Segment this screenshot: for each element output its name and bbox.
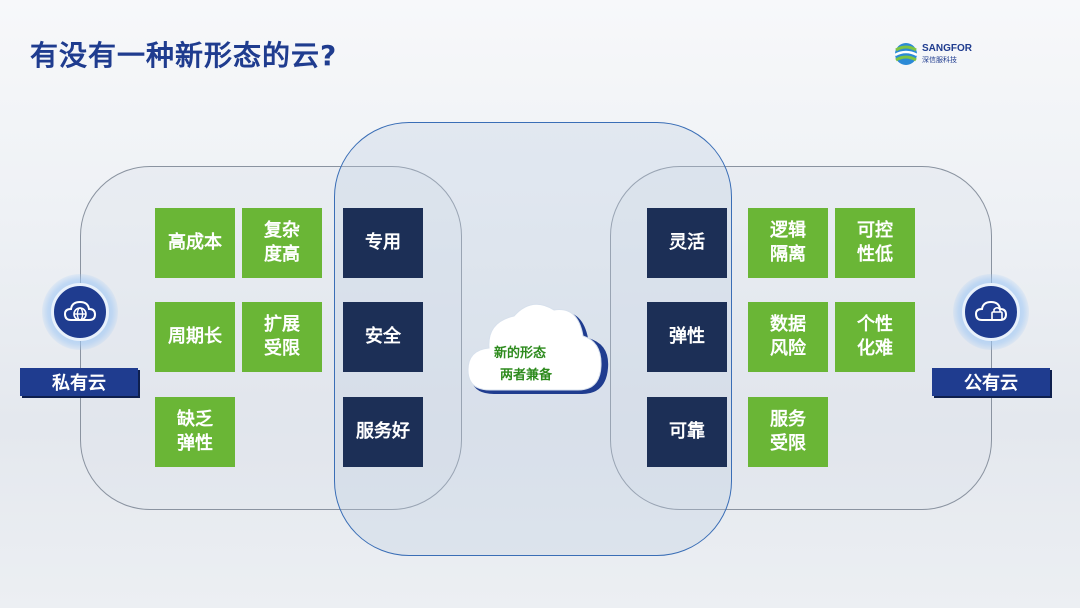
cloud-icon	[467, 303, 609, 394]
private-con-lack-elasticity: 缺乏 弹性	[155, 397, 235, 467]
private-con-long-cycle: 周期长	[155, 302, 235, 372]
globe-cloud-icon	[63, 300, 97, 321]
private-cloud-label: 私有云	[20, 368, 138, 396]
private-con-limited-scaling: 扩展 受限	[242, 302, 322, 372]
public-cloud-label: 公有云	[932, 368, 1050, 396]
center-text-both: 两者兼备	[500, 368, 553, 383]
sangfor-logo-icon	[894, 43, 918, 65]
public-con-hard-customize: 个性 化难	[835, 302, 915, 372]
private-con-high-cost: 高成本	[155, 208, 235, 278]
public-con-logical-isolation: 逻辑 隔离	[748, 208, 828, 278]
public-pro-reliable: 可靠	[647, 397, 727, 467]
brand-name: SANGFOR	[922, 43, 972, 54]
page-title: 有没有一种新形态的云?	[30, 39, 338, 72]
private-cloud-badge	[42, 274, 118, 350]
public-pro-elastic: 弹性	[647, 302, 727, 372]
center-text-new-form: 新的形态	[494, 346, 547, 361]
private-pro-secure: 安全	[343, 302, 423, 372]
public-con-low-control: 可控 性低	[835, 208, 915, 278]
lock-cloud-icon	[974, 300, 1008, 321]
private-pro-dedicated: 专用	[343, 208, 423, 278]
public-pro-flexible: 灵活	[647, 208, 727, 278]
brand-subname: 深信服科技	[922, 56, 957, 64]
public-cloud-badge	[953, 274, 1029, 350]
public-con-limited-service: 服务 受限	[748, 397, 828, 467]
public-con-data-risk: 数据 风险	[748, 302, 828, 372]
private-pro-good-service: 服务好	[343, 397, 423, 467]
private-con-complex: 复杂 度高	[242, 208, 322, 278]
